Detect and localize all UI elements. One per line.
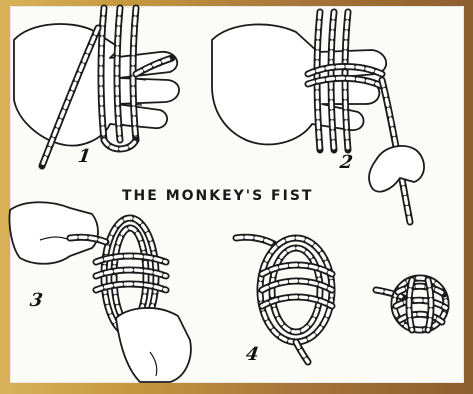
finished-knot xyxy=(376,278,446,330)
panel-5 xyxy=(376,278,446,330)
step-number-2: 2 xyxy=(339,152,354,173)
illustration-title: THE MONKEY'S FIST xyxy=(122,188,313,204)
pinching-fingers-panel-2 xyxy=(369,146,424,192)
lower-hand-panel-3 xyxy=(116,308,191,382)
hand-panel-1 xyxy=(14,24,179,146)
panel-1 xyxy=(14,8,179,166)
hand-panel-2 xyxy=(212,24,386,144)
hand-panel-3 xyxy=(9,202,98,264)
